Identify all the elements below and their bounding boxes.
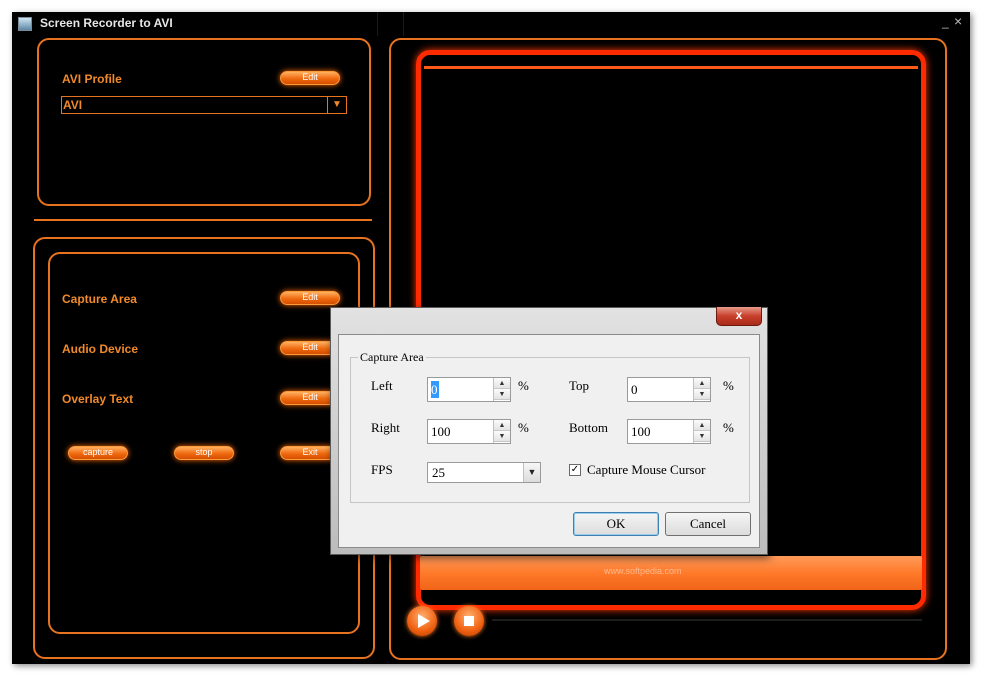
left-input[interactable]: [431, 381, 439, 398]
settings-panel-inner: [48, 252, 360, 634]
profile-select-value: AVI: [63, 98, 83, 112]
title-divider: [403, 12, 404, 36]
preview-status-bar: [420, 556, 922, 590]
capture-cursor-checkbox[interactable]: ✓: [569, 464, 581, 476]
avi-profile-label: AVI Profile: [62, 72, 122, 86]
right-input[interactable]: [431, 423, 493, 440]
bottom-label: Bottom: [569, 420, 609, 435]
overlay-text-label: Overlay Text: [62, 392, 134, 406]
spin-down-icon[interactable]: ▼: [494, 431, 510, 442]
bottom-input[interactable]: [631, 423, 693, 440]
window-title: Screen Recorder to AVI: [40, 16, 173, 30]
top-spinner-arrows[interactable]: ▲ ▼: [693, 378, 710, 401]
left-spinner-arrows[interactable]: ▲ ▼: [493, 378, 510, 401]
capture-button[interactable]: capture: [68, 446, 128, 460]
fps-select[interactable]: 25 ▼: [427, 462, 541, 483]
fps-label: FPS: [371, 462, 393, 477]
capture-area-group: Capture Area Left ▲ ▼ % Top ▲ ▼ % Right: [350, 350, 750, 503]
top-label: Top: [569, 378, 590, 393]
dialog-close-button[interactable]: x: [716, 307, 762, 326]
watermark-url: www.softpedia.com: [604, 566, 682, 576]
spin-up-icon[interactable]: ▲: [494, 378, 510, 389]
title-bar[interactable]: Screen Recorder to AVI _ ×: [12, 12, 970, 36]
profile-panel: [37, 38, 371, 206]
title-divider: [377, 12, 378, 36]
fps-select-value: 25: [432, 465, 445, 480]
capture-area-dialog: x Capture Area Left ▲ ▼ % Top ▲ ▼ %: [330, 307, 768, 555]
chevron-down-icon[interactable]: ▼: [523, 463, 540, 482]
bottom-percent: %: [723, 420, 734, 435]
panel-divider: [34, 219, 372, 221]
top-input[interactable]: [631, 381, 693, 398]
audio-device-label: Audio Device: [62, 342, 139, 356]
left-label: Left: [371, 378, 393, 393]
group-title: Capture Area: [358, 350, 426, 365]
close-button[interactable]: ×: [954, 13, 963, 29]
stop-button[interactable]: stop: [174, 446, 234, 460]
left-spinner[interactable]: ▲ ▼: [427, 377, 511, 402]
profile-select[interactable]: AVI ▼: [61, 96, 347, 114]
dialog-client: Capture Area Left ▲ ▼ % Top ▲ ▼ % Right: [338, 334, 760, 548]
bottom-spinner-arrows[interactable]: ▲ ▼: [693, 420, 710, 443]
play-button[interactable]: [407, 606, 437, 636]
spin-up-icon[interactable]: ▲: [494, 420, 510, 431]
top-spinner[interactable]: ▲ ▼: [627, 377, 711, 402]
bottom-spinner[interactable]: ▲ ▼: [627, 419, 711, 444]
right-percent: %: [518, 420, 529, 435]
spin-up-icon[interactable]: ▲: [694, 420, 710, 431]
right-spinner[interactable]: ▲ ▼: [427, 419, 511, 444]
right-spinner-arrows[interactable]: ▲ ▼: [493, 420, 510, 443]
spin-up-icon[interactable]: ▲: [694, 378, 710, 389]
top-percent: %: [723, 378, 734, 393]
right-label: Right: [371, 420, 400, 435]
stop-icon: [464, 616, 474, 626]
profile-edit-button[interactable]: Edit: [280, 71, 340, 85]
app-icon: [18, 17, 32, 31]
dropdown-arrow-icon[interactable]: ▼: [327, 97, 346, 113]
spin-down-icon[interactable]: ▼: [694, 431, 710, 442]
spin-down-icon[interactable]: ▼: [694, 389, 710, 400]
overlay-text-edit-button[interactable]: Edit: [280, 391, 340, 405]
capture-area-label: Capture Area: [62, 292, 137, 306]
minimize-button[interactable]: _: [942, 15, 949, 29]
stop-playback-button[interactable]: [454, 606, 484, 636]
play-icon: [418, 614, 430, 628]
spin-down-icon[interactable]: ▼: [494, 389, 510, 400]
capture-cursor-label: Capture Mouse Cursor: [587, 462, 706, 477]
left-percent: %: [518, 378, 529, 393]
cancel-button[interactable]: Cancel: [665, 512, 751, 536]
seek-bar[interactable]: [492, 619, 922, 621]
capture-area-edit-button[interactable]: Edit: [280, 291, 340, 305]
ok-button[interactable]: OK: [573, 512, 659, 536]
